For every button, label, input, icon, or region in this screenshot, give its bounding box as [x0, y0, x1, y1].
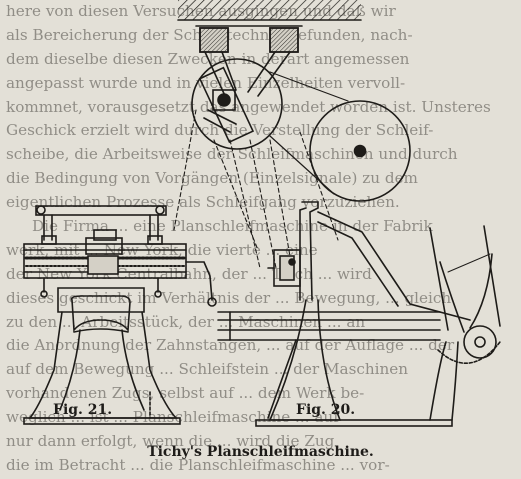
text-line: zu den ... Arbeitsstück, der ... Maschin… — [6, 312, 366, 331]
grinding-wheel — [309, 100, 411, 202]
figure-20-caption: Fig. 20. — [296, 402, 356, 418]
figure-21-drawing — [23, 205, 217, 425]
figure-20-drawing — [217, 201, 501, 427]
projection-lines — [173, 109, 339, 269]
figure-21-caption: Fig. 21. — [53, 402, 113, 418]
text-line: dieses geschickt im Verhältnis der ... B… — [6, 288, 452, 307]
main-caption: Tichy's Planschleifmaschine. — [147, 444, 374, 460]
text-line: die im Betracht ... die Planschleifmasch… — [6, 455, 390, 474]
text-line: angepasst wurde und in vielen Einzelheit… — [6, 73, 406, 92]
text-line: die Anordnung der Zahnstangen, ... auf d… — [6, 336, 455, 355]
text-line: scheibe, die Arbeitsweise der Schleifmas… — [6, 145, 458, 164]
text-line: Geschick erzielt wird durch die Verstell… — [6, 121, 434, 140]
text-line: nur dann erfolgt, wenn die ... wird die … — [6, 432, 335, 451]
ceiling-detail — [177, 0, 362, 150]
text-line: auf dem Bewegung ... Schleifstein ... de… — [6, 360, 409, 379]
text-line: Die Firma ... eine Planschleifmaschine i… — [32, 217, 433, 236]
